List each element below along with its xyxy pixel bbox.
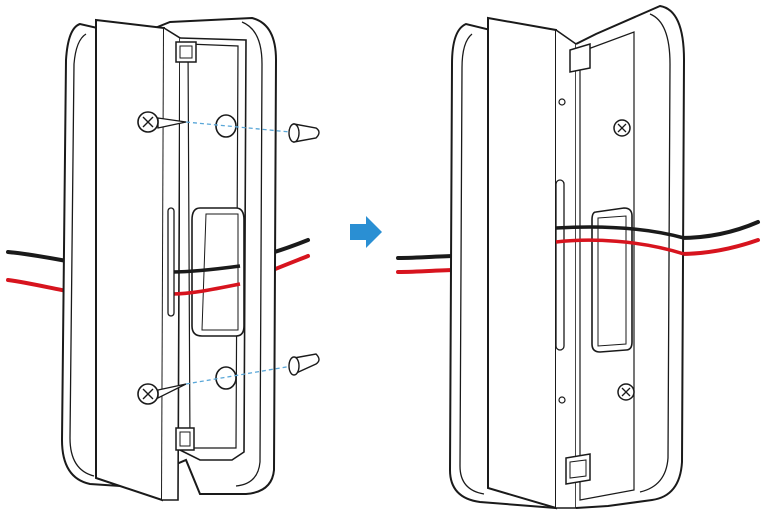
front-face-right bbox=[487, 16, 557, 510]
wires-through-right bbox=[555, 225, 685, 240]
front-face-left bbox=[95, 18, 166, 502]
top-clip-left bbox=[175, 41, 197, 63]
bottom-clip-shade-left bbox=[179, 431, 191, 447]
side-slot-left bbox=[167, 207, 175, 317]
upper-screw bbox=[137, 111, 187, 133]
black-wire-left-in bbox=[396, 254, 458, 260]
lower-screw bbox=[137, 383, 187, 405]
mounted-screw-top bbox=[613, 119, 631, 137]
lower-hole-left bbox=[215, 366, 237, 390]
guide-line-lower bbox=[185, 365, 293, 385]
bracket-channel-inner-left bbox=[187, 43, 239, 449]
right-arrow-icon bbox=[350, 216, 382, 248]
lower-anchor bbox=[288, 353, 320, 376]
side-slot-right bbox=[555, 179, 565, 351]
red-wire-left bbox=[6, 278, 74, 294]
back-shell-inner-right bbox=[459, 33, 485, 495]
bottom-clip-left bbox=[175, 427, 195, 451]
wires-through-red-left bbox=[171, 282, 241, 296]
wire-opening-right bbox=[591, 207, 633, 353]
frame-inner-right bbox=[639, 13, 671, 493]
side-hole-bottom bbox=[558, 396, 566, 404]
after-panel bbox=[396, 4, 760, 510]
upper-anchor bbox=[288, 123, 320, 143]
mounted-screw-bottom bbox=[617, 383, 635, 401]
back-shell-inner-left bbox=[69, 33, 95, 477]
black-wire-right-out2 bbox=[678, 220, 760, 240]
red-wire-left-in bbox=[396, 268, 458, 274]
bracket-inner-right bbox=[579, 31, 635, 501]
wires-through-left bbox=[171, 264, 241, 274]
frame-inner-left bbox=[235, 21, 263, 487]
red-wire-right-out2 bbox=[678, 238, 760, 256]
wires-right bbox=[396, 220, 760, 274]
top-clip-shade-left bbox=[179, 45, 193, 59]
side-hole-top bbox=[558, 98, 566, 106]
before-panel bbox=[6, 16, 320, 502]
upper-hole-left bbox=[215, 114, 237, 138]
top-clip-right bbox=[569, 42, 591, 73]
black-wire-left bbox=[6, 250, 74, 264]
wires-through-red-right bbox=[555, 238, 685, 256]
guide-line-upper bbox=[185, 121, 291, 133]
